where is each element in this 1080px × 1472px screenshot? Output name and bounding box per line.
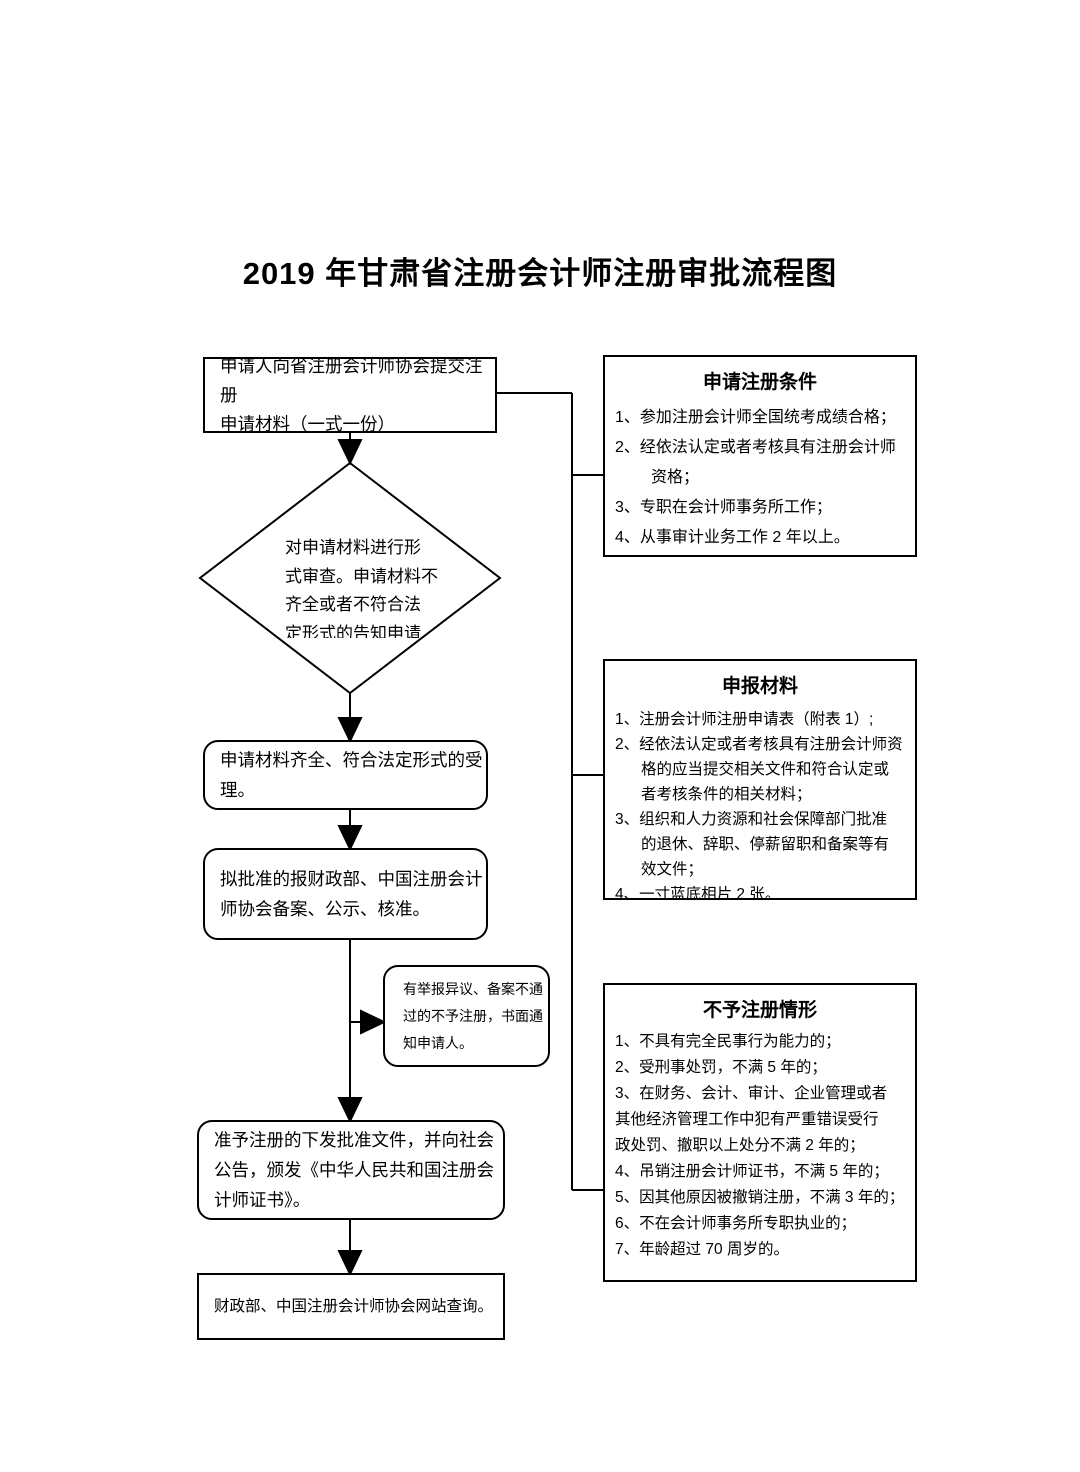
list-item: 4、一寸蓝底相片 2 张。 bbox=[615, 886, 781, 900]
list-item: 4、从事审计业务工作 2 年以上。 bbox=[615, 529, 850, 546]
arrowhead-certificate-to-query bbox=[337, 1250, 363, 1277]
arrowhead-submit-to-review bbox=[337, 439, 363, 466]
list-item: 4、吊销注册会计师证书，不满 5 年的； bbox=[615, 1163, 889, 1180]
list-item: 2、经依法认定或者考核具有注册会计师资 格的应当提交相关文件和符合认定或 者考核… bbox=[615, 736, 903, 803]
denial-situations-items: 1、不具有完全民事行为能力的； 2、受刑事处罚，不满 5 年的； 3、在财务、会计、… bbox=[605, 1025, 915, 1263]
declaration-materials-box: 申报材料 1、注册会计师注册申请表（附表 1）; 2、经依法认定或者考核具有注册会… bbox=[603, 659, 917, 900]
declaration-materials-title: 申报材料 bbox=[721, 676, 798, 697]
list-item: 2、经依法认定或者考核具有注册会计师 资格； bbox=[615, 439, 896, 486]
list-item: 1、不具有完全民事行为能力的； bbox=[615, 1033, 841, 1050]
declaration-materials-items: 1、注册会计师注册申请表（附表 1）; 2、经依法认定或者考核具有注册会计师资 格… bbox=[605, 701, 915, 900]
denial-situations-title: 不予注册情形 bbox=[702, 1000, 817, 1021]
list-item: 6、不在会计师事务所专职执业的； bbox=[615, 1215, 857, 1232]
list-item: 2、受刑事处罚，不满 5 年的； bbox=[615, 1059, 827, 1076]
list-item: 3、专职在会计师事务所工作； bbox=[615, 499, 832, 516]
list-item: 3、在财务、会计、审计、企业管理或者 其他经济管理工作中犯有严重错误受行 政处罚… bbox=[615, 1085, 888, 1154]
acceptance-box: 申请材料齐全、符合法定形式的受 理。 bbox=[203, 740, 488, 810]
registration-conditions-title: 申请注册条件 bbox=[702, 372, 817, 393]
list-item: 1、注册会计师注册申请表（附表 1）; bbox=[615, 711, 874, 728]
formal-review-diamond-text: 对申请材料进行形 式审查。申请材料不 齐全或者不符合法 定形式的告知申请 bbox=[285, 538, 438, 638]
registration-conditions-items: 1、参加注册会计师全国统考成绩合格； 2、经依法认定或者考核具有注册会计师 资格；… bbox=[605, 397, 915, 553]
arrowhead-accept-to-approval bbox=[337, 825, 363, 852]
certificate-issue-box: 准予注册的下发批准文件，并向社会 公告，颁发《中华人民共和国注册会 计师证书》。 bbox=[197, 1120, 505, 1220]
rejection-notice-box: 有举报异议、备案不通 过的不予注册，书面通 知申请人。 bbox=[383, 965, 550, 1067]
registration-conditions-box: 申请注册条件 1、参加注册会计师全国统考成绩合格； 2、经依法认定或者考核具有注册… bbox=[603, 355, 917, 557]
approval-filing-box: 拟批准的报财政部、中国注册会计 师协会备案、公示、核准。 bbox=[203, 848, 488, 940]
list-item: 5、因其他原因被撤销注册，不满 3 年的； bbox=[615, 1189, 905, 1206]
arrowhead-approval-to-certificate bbox=[337, 1097, 363, 1124]
denial-situations-box: 不予注册情形 1、不具有完全民事行为能力的； 2、受刑事处罚，不满 5 年的； 3、… bbox=[603, 983, 917, 1282]
list-item: 1、参加注册会计师全国统考成绩合格； bbox=[615, 409, 896, 426]
page-title: 2019 年甘肃省注册会计师注册审批流程图 bbox=[242, 256, 838, 291]
list-item: 3、组织和人力资源和社会保障部门批准 的退休、辞职、停薪留职和备案等有 效文件； bbox=[615, 811, 890, 878]
website-query-box: 财政部、中国注册会计师协会网站查询。 bbox=[197, 1273, 505, 1340]
arrowhead-branch-to-reject-note bbox=[360, 1009, 387, 1035]
list-item: 7、年龄超过 70 周岁的。 bbox=[615, 1241, 789, 1258]
submit-application-box: 申请人向省注册会计师协会提交注册 申请材料（一式一份） bbox=[203, 357, 497, 433]
arrowhead-review-to-accept bbox=[337, 717, 363, 744]
